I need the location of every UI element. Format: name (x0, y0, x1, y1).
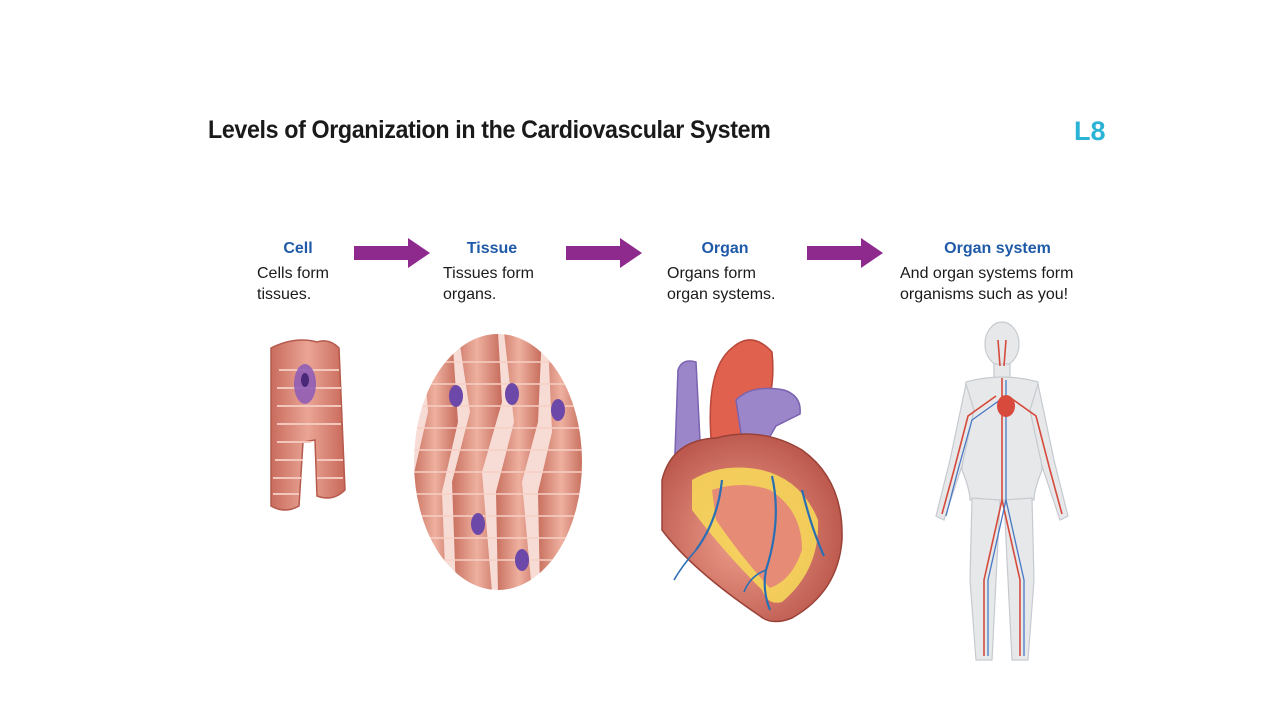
tissue-illustration-icon (414, 334, 582, 590)
arrow-right-icon (807, 238, 883, 268)
lesson-badge: L8 (1074, 116, 1106, 146)
stage-cell-desc-line2: tissues. (257, 286, 312, 303)
stage-tissue-description: Tissues form organs. (443, 263, 534, 305)
arrow-right-icon (354, 238, 430, 268)
stage-organ-system-description: And organ systems form organisms such as… (900, 263, 1073, 305)
stage-cell-desc-line1: Cells form (257, 265, 330, 282)
stage-organ-heading: Organ (701, 240, 749, 257)
stage-tissue-desc-line2: organs. (443, 286, 497, 303)
stage-cell-description: Cells form tissues. (257, 263, 329, 305)
stage-organ-description: Organs form organ systems. (667, 263, 775, 305)
stage-organ-desc-line1: Organs form (667, 265, 756, 282)
page-title: Levels of Organization in the Cardiovasc… (208, 116, 771, 144)
stage-tissue-heading: Tissue (466, 240, 518, 257)
stage-organ-system-desc-line1: And organ systems form (900, 265, 1074, 282)
stage-organ-desc-line2: organ systems. (667, 286, 776, 303)
stage-tissue-desc-line1: Tissues form (443, 265, 534, 282)
stage-organ-system-heading: Organ system (944, 240, 1051, 257)
cell-illustration-icon (270, 339, 346, 511)
heart-illustration-icon (661, 339, 843, 623)
stage-organ-system-desc-line2: organisms such as you! (900, 286, 1069, 303)
stage-cell-heading: Cell (283, 240, 313, 257)
arrow-right-icon (566, 238, 642, 268)
human-body-illustration-icon (935, 321, 1069, 661)
